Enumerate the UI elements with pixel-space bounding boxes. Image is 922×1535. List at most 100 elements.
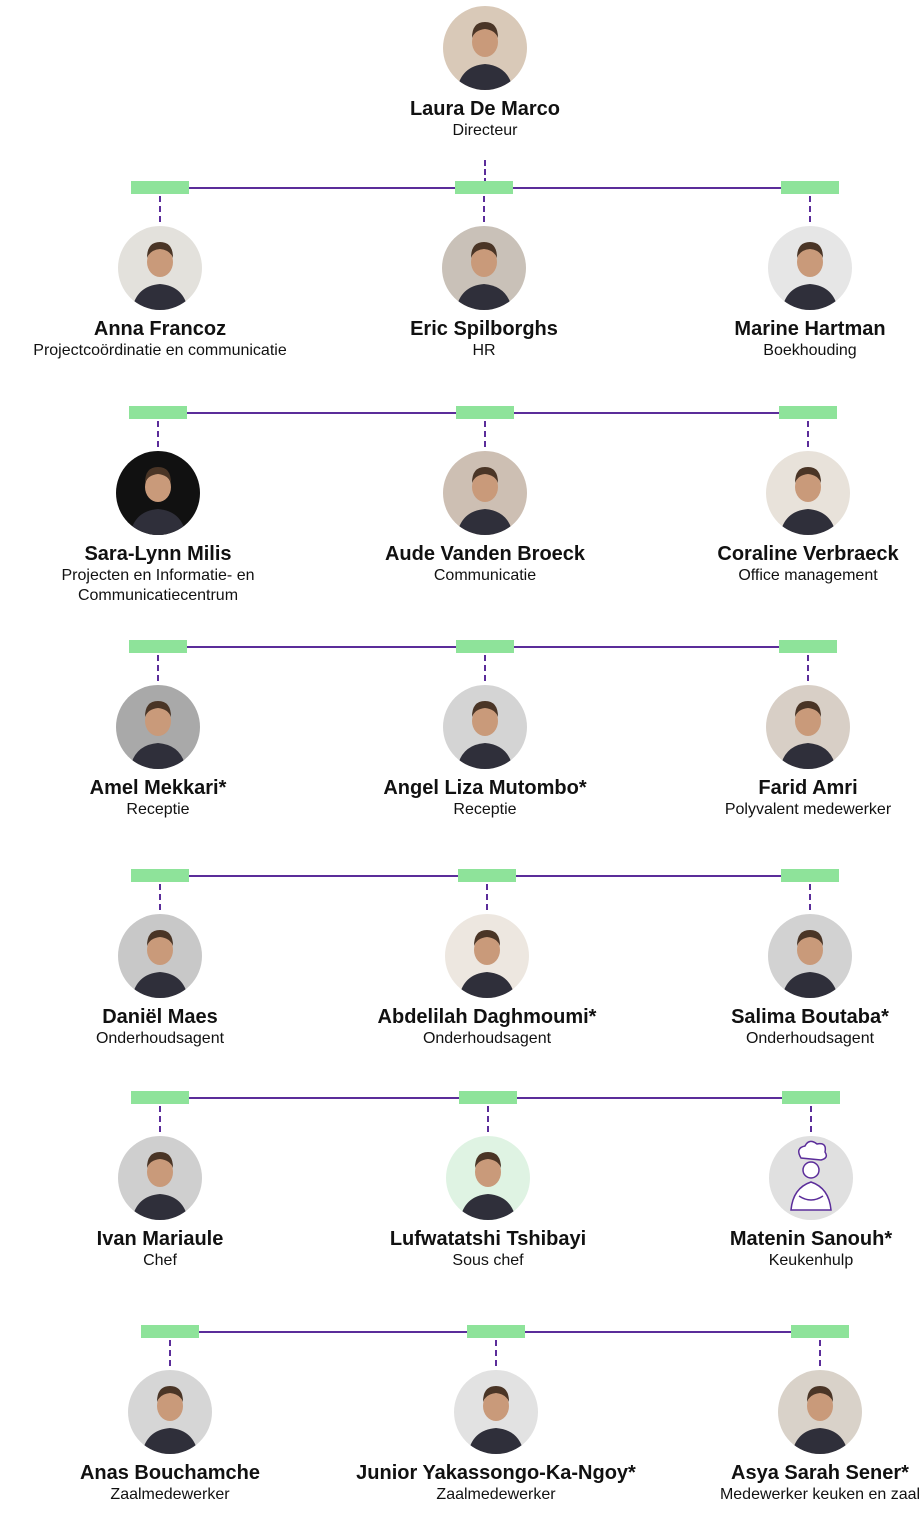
person-role: Onderhoudsagent bbox=[745, 1030, 875, 1047]
avatar bbox=[128, 1370, 212, 1454]
avatar bbox=[766, 685, 850, 769]
person-icon bbox=[443, 6, 527, 90]
person-role: Zaalmedewerker bbox=[110, 1486, 230, 1503]
avatar bbox=[443, 685, 527, 769]
connector-tab bbox=[782, 1091, 840, 1104]
person-icon bbox=[443, 451, 527, 535]
avatar bbox=[118, 226, 202, 310]
person-name: Farid Amri bbox=[758, 777, 858, 799]
person-icon bbox=[768, 226, 852, 310]
connector-dash bbox=[159, 884, 161, 910]
connector-dash bbox=[486, 884, 488, 910]
connector-tab bbox=[456, 640, 514, 653]
connector-dash bbox=[810, 1106, 812, 1132]
connector-dash bbox=[495, 1340, 497, 1366]
person-role: Projectcoördinatie en communicatie bbox=[33, 342, 287, 359]
avatar bbox=[778, 1370, 862, 1454]
connector-dash bbox=[809, 884, 811, 910]
connector-tab bbox=[456, 406, 514, 419]
person-name: Sara-Lynn Milis bbox=[84, 543, 232, 565]
connector-dash bbox=[807, 655, 809, 681]
person-name: Anna Francoz bbox=[93, 318, 227, 340]
avatar bbox=[445, 914, 529, 998]
person-role: Chef bbox=[143, 1252, 177, 1269]
person-icon bbox=[446, 1136, 530, 1220]
person-card: Amel Mekkari* Receptie bbox=[48, 777, 268, 820]
connector-tab bbox=[455, 181, 513, 194]
connector-dash bbox=[819, 1340, 821, 1366]
person-name: Lufwatatshi Tshibayi bbox=[389, 1228, 587, 1250]
connector-dash bbox=[157, 421, 159, 447]
person-role: Boekhouding bbox=[763, 342, 857, 359]
connector-dash bbox=[807, 421, 809, 447]
person-icon bbox=[778, 1370, 862, 1454]
person-icon bbox=[118, 226, 202, 310]
person-icon bbox=[116, 685, 200, 769]
avatar bbox=[116, 451, 200, 535]
connector-dash bbox=[159, 1106, 161, 1132]
person-role: Receptie bbox=[126, 801, 190, 818]
person-name: Eric Spilborghs bbox=[410, 318, 558, 340]
person-name: Marine Hartman bbox=[734, 318, 886, 340]
avatar bbox=[443, 451, 527, 535]
person-card: Matenin Sanouh* Keukenhulp bbox=[696, 1228, 922, 1271]
person-icon bbox=[118, 1136, 202, 1220]
connector-tab bbox=[779, 406, 837, 419]
connector-dash bbox=[483, 196, 485, 222]
person-name: Daniël Maes bbox=[102, 1006, 218, 1028]
person-icon bbox=[442, 226, 526, 310]
connector-tab bbox=[129, 640, 187, 653]
person-icon bbox=[766, 451, 850, 535]
person-icon bbox=[118, 914, 202, 998]
connector-tab bbox=[781, 869, 839, 882]
avatar bbox=[766, 451, 850, 535]
chef-illustration-icon bbox=[769, 1136, 853, 1220]
person-card: Junior Yakassongo-Ka-Ngoy* Zaalmedewerker bbox=[336, 1462, 656, 1505]
person-name: Matenin Sanouh* bbox=[729, 1228, 893, 1250]
person-role: Polyvalent medewerker bbox=[724, 801, 892, 818]
person-icon bbox=[443, 685, 527, 769]
connector-dash bbox=[809, 196, 811, 222]
avatar bbox=[443, 6, 527, 90]
person-role: Keukenhulp bbox=[768, 1252, 854, 1269]
person-name: Abdelilah Daghmoumi* bbox=[377, 1006, 597, 1028]
connector-dash bbox=[484, 655, 486, 681]
person-role: Office management bbox=[738, 567, 878, 584]
connector-dash bbox=[159, 196, 161, 222]
person-icon bbox=[116, 451, 200, 535]
person-name: Amel Mekkari* bbox=[89, 777, 227, 799]
connector-tab bbox=[131, 1091, 189, 1104]
person-name: Aude Vanden Broeck bbox=[384, 543, 586, 565]
avatar bbox=[118, 1136, 202, 1220]
person-icon bbox=[766, 685, 850, 769]
person-role: Onderhoudsagent bbox=[95, 1030, 225, 1047]
person-role: Projecten en Informatie- en Communicatie… bbox=[61, 567, 255, 604]
avatar bbox=[769, 1136, 853, 1220]
person-icon bbox=[445, 914, 529, 998]
connector-dash bbox=[484, 421, 486, 447]
avatar bbox=[118, 914, 202, 998]
person-card: Angel Liza Mutombo*Receptie bbox=[355, 777, 615, 820]
avatar bbox=[768, 226, 852, 310]
connector-tab bbox=[791, 1325, 849, 1338]
connector-tab bbox=[459, 1091, 517, 1104]
person-role: Zaalmedewerker bbox=[436, 1486, 556, 1503]
person-icon bbox=[454, 1370, 538, 1454]
person-icon bbox=[768, 914, 852, 998]
person-name: Salima Boutaba* bbox=[731, 1006, 889, 1028]
connector-tab bbox=[129, 406, 187, 419]
person-name: Junior Yakassongo-Ka-Ngoy* bbox=[356, 1462, 636, 1484]
avatar bbox=[446, 1136, 530, 1220]
person-role: Medewerker keuken en zaal bbox=[719, 1486, 921, 1503]
person-card: Salima Boutaba* Onderhoudsagent bbox=[700, 1006, 920, 1049]
